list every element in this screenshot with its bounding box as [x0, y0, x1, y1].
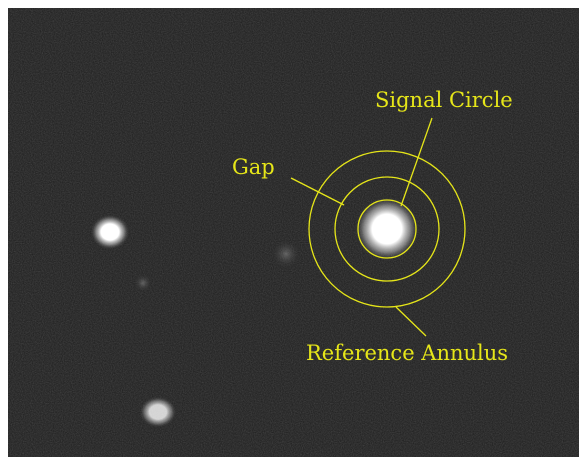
- star-left: [90, 214, 130, 250]
- star-field-graphic: [8, 8, 579, 457]
- gap-inner-boundary: [334, 176, 440, 282]
- target-star: [354, 196, 420, 262]
- faint-star: [270, 238, 302, 270]
- reference-annulus-label: Reference Annulus: [306, 341, 509, 365]
- signal-circle-label: Signal Circle: [375, 88, 513, 112]
- aperture-circles: [308, 150, 466, 308]
- gap-leader-line: [290, 177, 345, 206]
- gap-label: Gap: [232, 155, 275, 179]
- annulus-leader-line: [395, 306, 427, 337]
- signal-circle: [357, 199, 417, 259]
- signal-leader-line: [400, 117, 433, 207]
- star-bottom: [139, 396, 177, 428]
- faint-star: [133, 273, 153, 293]
- leader-lines: [290, 117, 433, 337]
- star-field-image: Signal Circle Gap Reference Annulus: [8, 8, 579, 457]
- reference-annulus-outer: [308, 150, 466, 308]
